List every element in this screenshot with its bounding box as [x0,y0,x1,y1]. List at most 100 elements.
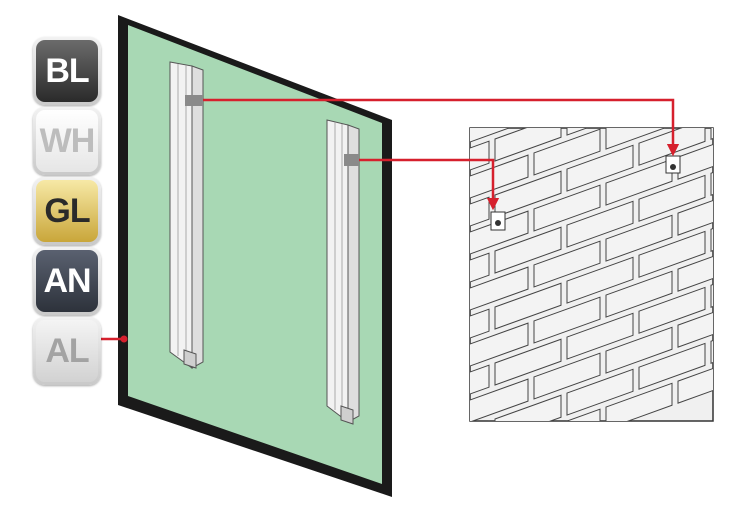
brick [567,33,633,79]
brick [677,367,713,404]
brick [470,252,490,283]
brick [710,128,713,140]
brick [638,230,706,278]
finish-swatch-bl: BL [33,37,101,105]
brick [390,293,456,339]
brick [470,308,490,339]
brick [470,128,511,143]
brick [470,196,490,227]
brick [390,349,456,395]
brick [678,77,744,123]
brick [494,394,562,421]
wall-clip-icon-upper [665,155,681,174]
brick [487,420,490,421]
hanging-rail-left [169,61,204,369]
brick [494,282,562,330]
swatch-pointer-dot [120,335,128,343]
brick [533,352,601,400]
wall-clip-icon-lower [490,211,506,231]
brick [677,199,713,236]
brick [605,382,673,421]
brick [639,7,705,53]
brick [390,461,456,507]
finish-code-bl: BL [36,40,98,102]
brick [470,266,529,311]
brick [533,240,601,288]
brick [495,3,561,49]
brick [470,140,490,171]
brick [710,227,713,252]
brick [678,21,744,67]
rail-bracket-left [185,95,203,106]
arrow-icon-lower [359,158,500,211]
brick [533,296,601,344]
rail-bracket-right [344,154,359,166]
brick [678,0,744,11]
brick [495,59,561,105]
brick [494,128,562,162]
brick [390,181,456,227]
brick [494,338,562,386]
brick [605,270,673,318]
brick [710,339,713,364]
brick [390,237,456,283]
brick [534,17,600,63]
brick [533,128,601,176]
finish-swatch-wh: WH [33,107,101,175]
brick [711,0,750,27]
brick [494,226,562,274]
brick [605,158,673,206]
brick [470,364,490,395]
brick [462,0,528,33]
brick [470,322,529,367]
brick [606,47,672,93]
brick [638,342,706,390]
brick [638,286,706,334]
brick [677,255,713,292]
brick [566,128,589,136]
brick [534,0,600,7]
hanging-rail-right [326,119,360,425]
brick [606,0,672,37]
brick [605,326,673,374]
brick [638,174,706,222]
brick [566,256,634,304]
brick [390,125,456,171]
brick [605,128,666,150]
brick [533,184,601,232]
brick [390,405,456,451]
arrow-icon-upper [203,98,680,157]
brick [423,85,489,131]
brick [566,312,634,360]
brick [566,368,634,416]
connector-arrows [101,98,680,343]
finish-swatch-an: AN [33,247,101,315]
brick [462,43,528,89]
brick [566,144,634,192]
brick [565,408,601,421]
brick [462,435,528,481]
brick [710,283,713,308]
brick [567,0,633,23]
brick [390,69,456,115]
brick [390,13,456,59]
finish-code-an: AN [36,250,98,312]
finish-swatch-gl: GL [33,177,101,245]
finish-swatch-al: AL [33,317,101,385]
brick [677,311,713,348]
finish-code-wh: WH [36,110,98,172]
brick [470,378,529,421]
finish-code-al: AL [36,320,98,382]
brick [566,200,634,248]
brick-wall [390,0,750,507]
brick [710,171,713,196]
brick [423,29,489,75]
brick [534,73,600,119]
brick [470,154,529,199]
finish-code-gl: GL [36,180,98,242]
brick [470,210,529,255]
brick [605,214,673,262]
brick [711,37,750,83]
